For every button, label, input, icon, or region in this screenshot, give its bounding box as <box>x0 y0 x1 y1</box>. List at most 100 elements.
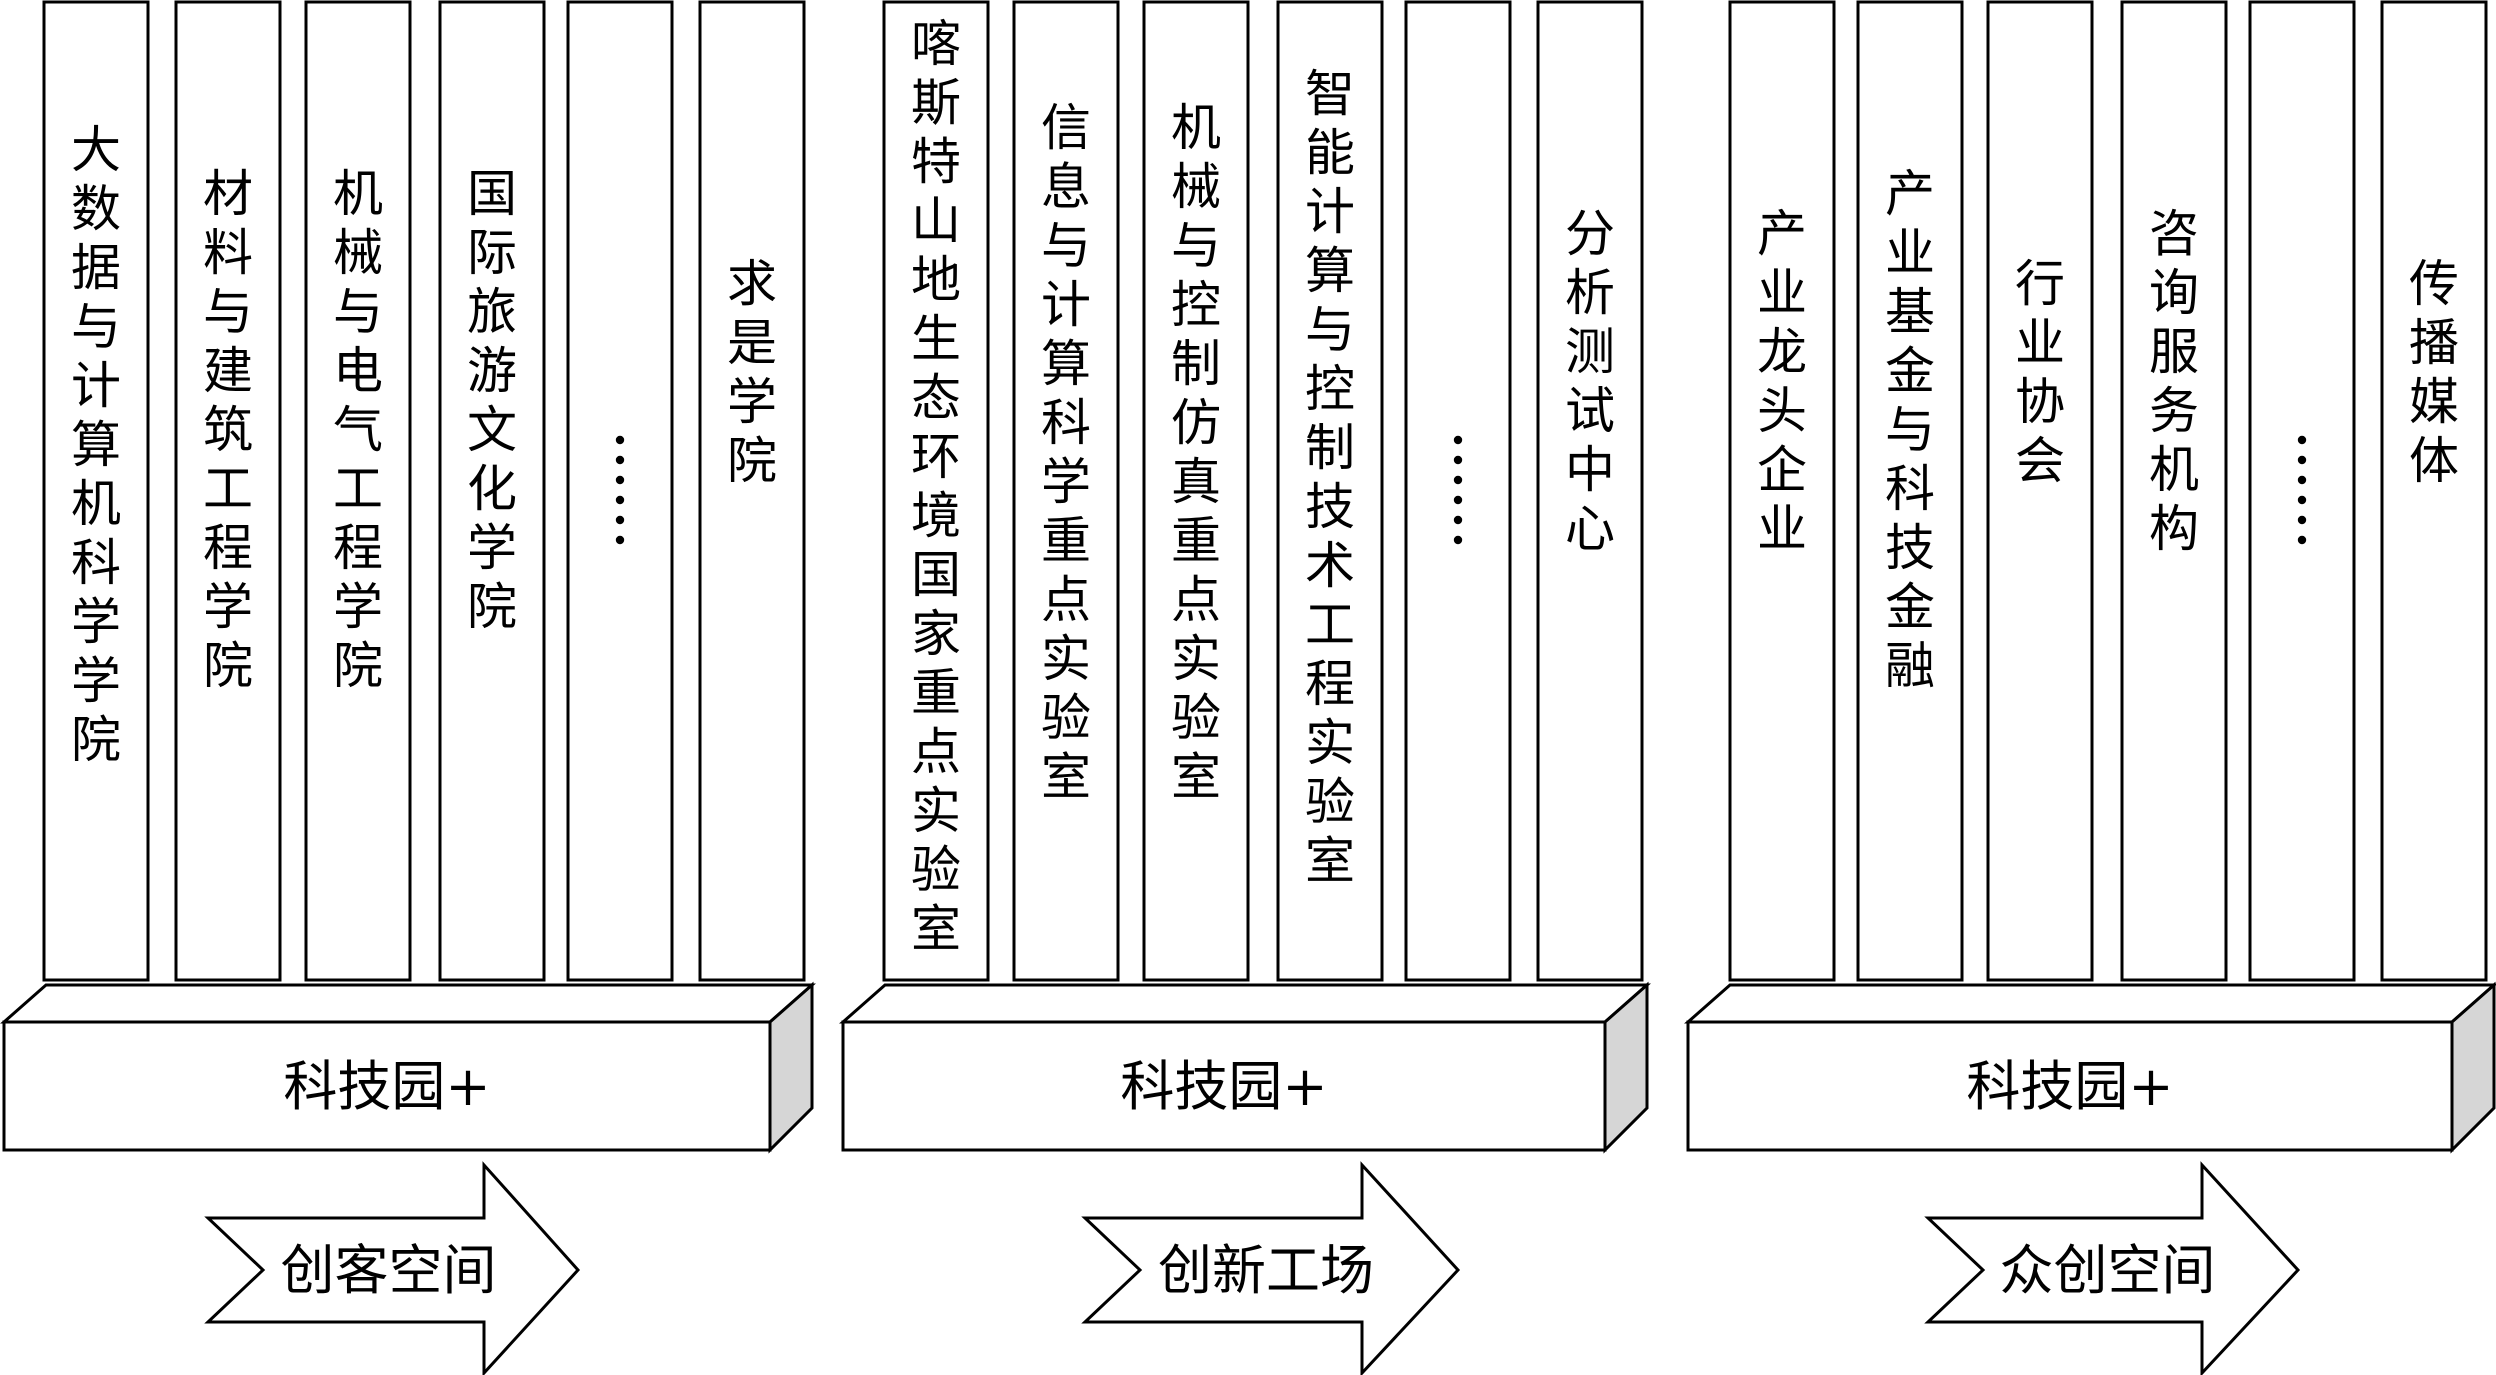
column-label: 分析测试中心 <box>1565 205 1615 558</box>
column-label: 材料与建筑工程学院 <box>203 165 253 695</box>
arrow-label: 众创空间 <box>2000 1239 2216 1302</box>
column-box <box>882 0 990 982</box>
column-box <box>1986 0 2094 982</box>
column-label: ⋮ <box>1458 420 1459 421</box>
group-1-column-2: 材料与建筑工程学院 <box>174 0 282 982</box>
group-1-column-3: 机械与电气工程学院 <box>304 0 412 982</box>
ellipsis-dot <box>615 435 625 445</box>
base-label: 科技园+ <box>283 1055 490 1118</box>
base-front-face <box>841 1020 1607 1152</box>
base-top-face <box>839 983 1651 1024</box>
ellipsis-dot <box>1453 535 1463 545</box>
group-1-column-4: 国际旅游文化学院 <box>438 0 546 982</box>
ellipsis-dot <box>615 535 625 545</box>
column-label: ⋮ <box>620 420 621 421</box>
column-box <box>1728 0 1836 982</box>
group-3-column-1: 产业龙头企业 <box>1728 0 1836 982</box>
column-box <box>1276 0 1384 982</box>
group-3-column-3: 行业协会 <box>1986 0 2094 982</box>
group-1-column-5: ⋮ <box>566 0 674 982</box>
group-2-column-3: 机械与控制仿真重点实验室 <box>1142 0 1250 982</box>
group-2-base: 科技园+ <box>839 981 1651 1154</box>
column-box <box>2248 0 2356 982</box>
arrow-shape <box>1924 1161 2301 1375</box>
group-3-column-4: 咨询服务机构 <box>2120 0 2228 982</box>
ellipsis-dot <box>2297 495 2307 505</box>
base-front-face <box>1686 1020 2454 1152</box>
group-2: 喀斯特山地生态环境国家重点实验室 信息与计算科学重点实验室 机械与控制仿真重点实验室… <box>839 0 1651 1375</box>
ellipsis-dot <box>1453 515 1463 525</box>
column-label: 行业协会 <box>2015 255 2065 490</box>
group-3-base: 科技园+ <box>1684 981 2496 1154</box>
column-label: 传播媒体 <box>2409 255 2459 490</box>
column-label: 喀斯特山地生态环境国家重点实验室 <box>911 15 961 958</box>
ellipsis-mark <box>2297 435 2307 545</box>
ellipsis-mark <box>615 435 625 545</box>
group-1-arrow: 创客空间 <box>204 1161 581 1375</box>
ellipsis-dot <box>1453 495 1463 505</box>
group-2-column-2: 信息与计算科学重点实验室 <box>1012 0 1120 982</box>
group-1-base: 科技园+ <box>0 981 816 1154</box>
arrow-label: 创新工场 <box>1158 1239 1374 1302</box>
ellipsis-dot <box>615 455 625 465</box>
column-box <box>438 0 546 982</box>
arrow-shape <box>1081 1161 1461 1375</box>
ellipsis-dot <box>2297 535 2307 545</box>
group-2-arrow: 创新工场 <box>1081 1161 1461 1375</box>
ellipsis-dot <box>2297 475 2307 485</box>
base-top-face <box>0 983 816 1024</box>
column-box <box>2120 0 2228 982</box>
column-label: ⋮ <box>2302 420 2303 421</box>
group-3-column-6: 传播媒体 <box>2380 0 2488 982</box>
column-box <box>1856 0 1964 982</box>
column-box <box>1142 0 1250 982</box>
arrow-label: 创客空间 <box>281 1239 497 1302</box>
column-label: 产业龙头企业 <box>1757 205 1807 558</box>
group-1-column-1: 大数据与计算机科学学院 <box>42 0 150 982</box>
column-box <box>698 0 806 982</box>
column-box <box>1404 0 1512 982</box>
ellipsis-dot <box>2297 435 2307 445</box>
base-label: 科技园+ <box>1120 1055 1327 1118</box>
ellipsis-mark <box>1453 435 1463 545</box>
group-2-column-6: 分析测试中心 <box>1536 0 1644 982</box>
base-front-face <box>2 1020 772 1152</box>
column-label: 咨询服务机构 <box>2149 205 2199 558</box>
ellipsis-dot <box>1453 455 1463 465</box>
group-3-column-2: 产业基金与科技金融 <box>1856 0 1964 982</box>
column-box <box>2380 0 2488 982</box>
column-box <box>42 0 150 982</box>
column-box <box>1012 0 1120 982</box>
base-label: 科技园+ <box>1966 1055 2173 1118</box>
group-2-column-4: 智能计算与控制技术工程实验室 <box>1276 0 1384 982</box>
ellipsis-dot <box>1453 435 1463 445</box>
group-3-column-5: ⋮ <box>2248 0 2356 982</box>
column-label: 智能计算与控制技术工程实验室 <box>1305 65 1355 890</box>
ellipsis-dot <box>615 515 625 525</box>
column-box <box>174 0 282 982</box>
group-1: 大数据与计算机科学学院 材料与建筑工程学院 机械与电气工程学院 国际旅游文化学院 ⋮ 求是… <box>0 0 816 1375</box>
group-2-column-1: 喀斯特山地生态环境国家重点实验室 <box>882 0 990 982</box>
ellipsis-dot <box>615 475 625 485</box>
base-top-face <box>1684 983 2496 1024</box>
column-label: 大数据与计算机科学学院 <box>71 121 121 769</box>
column-box <box>1536 0 1644 982</box>
group-1-column-6: 求是学院 <box>698 0 806 982</box>
column-label: 信息与计算科学重点实验室 <box>1041 99 1091 806</box>
column-box <box>566 0 674 982</box>
ellipsis-dot <box>615 495 625 505</box>
arrow-shape <box>204 1161 581 1375</box>
ellipsis-dot <box>2297 515 2307 525</box>
ellipsis-dot <box>2297 455 2307 465</box>
column-label: 机械与电气工程学院 <box>333 165 383 695</box>
column-box <box>304 0 412 982</box>
column-label: 产业基金与科技金融 <box>1885 165 1935 695</box>
column-label: 求是学院 <box>727 255 777 490</box>
ellipsis-dot <box>1453 475 1463 485</box>
column-label: 国际旅游文化学院 <box>467 165 517 636</box>
column-label: 机械与控制仿真重点实验室 <box>1171 99 1221 806</box>
group-3-arrow: 众创空间 <box>1924 1161 2301 1375</box>
